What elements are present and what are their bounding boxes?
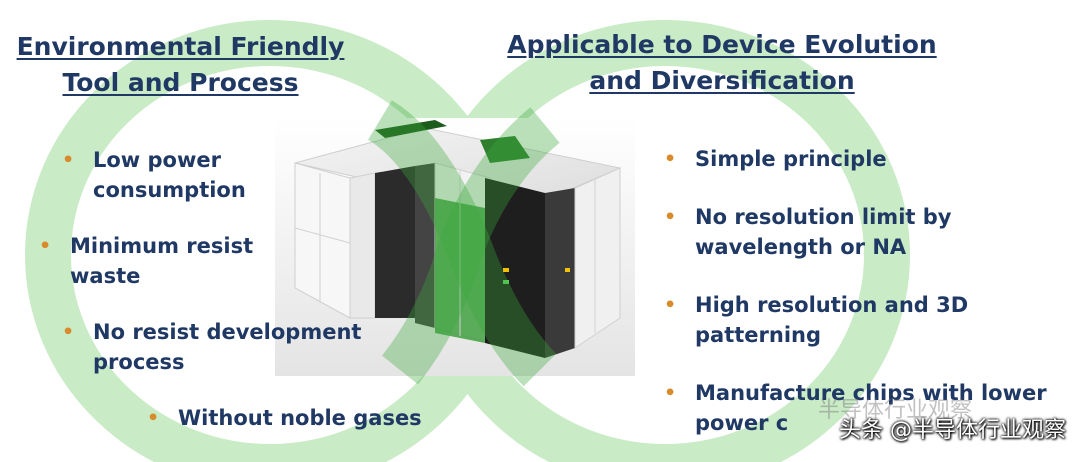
bullet-dot-icon: •: [62, 149, 75, 171]
watermark-text: 头条 @半导体行业观察: [839, 418, 1066, 443]
left-heading: Environmental Friendly Tool and Process: [8, 29, 353, 101]
bullet-dot-icon: •: [39, 235, 52, 257]
right-heading-line1: Applicable to Device Evolution: [507, 30, 937, 59]
left-bullet-1: • Low power consumption: [62, 145, 246, 205]
bullet-dot-icon: •: [147, 407, 160, 429]
bullet-dot-icon: •: [664, 294, 677, 316]
bullet-dot-icon: •: [62, 321, 75, 343]
left-heading-line2: Tool and Process: [62, 68, 299, 97]
right-bullet-1: • Simple principle: [664, 144, 887, 174]
right-heading-line2: and Diversification: [589, 66, 855, 95]
lithography-tool-image: [275, 118, 635, 376]
right-bullet-4: • Manufacture chips with lower power c: [664, 378, 1047, 438]
left-bullet-4: • Without noble gases: [147, 403, 422, 433]
bullet-dot-icon: •: [664, 206, 677, 228]
bullet-dot-icon: •: [664, 148, 677, 170]
left-heading-line1: Environmental Friendly: [16, 32, 345, 61]
right-bullet-2: • No resolution limit by wavelength or N…: [664, 202, 951, 262]
left-bullet-2: • Minimum resist waste: [39, 231, 253, 291]
bullet-dot-icon: •: [664, 382, 677, 404]
right-bullet-3: • High resolution and 3D patterning: [664, 290, 968, 350]
left-bullet-3: • No resist development process: [62, 317, 361, 377]
right-heading: Applicable to Device Evolution and Diver…: [497, 27, 947, 99]
watermark-ghost-text: 半导体行业观察: [818, 398, 973, 423]
